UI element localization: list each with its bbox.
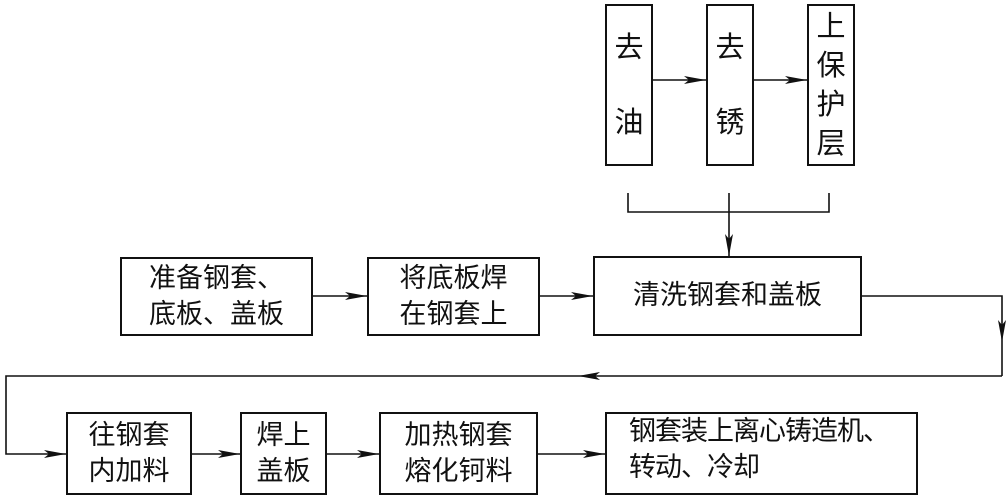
step-weld-bottom: 将底板焊 在钢套上 xyxy=(367,257,540,336)
step-heat-line-2: 熔化钶料 xyxy=(404,455,513,487)
step-derust-line-1: 去 xyxy=(715,30,745,64)
step-prepare: 准备钢套、 底板、盖板 xyxy=(120,257,313,336)
connector-clean-right-down xyxy=(862,295,1006,342)
step-charge: 往钢套 内加料 xyxy=(66,412,192,495)
step-heat: 加热钢套 熔化钶料 xyxy=(379,412,538,495)
step-clean-label: 清洗钢套和盖板 xyxy=(633,280,822,311)
step-weld-cover: 焊上 盖板 xyxy=(240,412,327,495)
step-cast-line-2: 转动、冷却 xyxy=(629,452,760,483)
step-degrease-line-1: 去 xyxy=(614,30,644,64)
step-derust: 去 锈 xyxy=(706,4,754,166)
step-charge-line-1: 往钢套 xyxy=(88,419,170,451)
step-charge-line-2: 内加料 xyxy=(88,455,170,487)
step-protective-layer-line-4: 层 xyxy=(816,126,846,160)
step-protective-layer: 上 保 护 层 xyxy=(807,4,855,166)
step-prepare-line-2: 底板、盖板 xyxy=(149,298,284,330)
step-degrease-line-2: 油 xyxy=(614,105,644,139)
step-protective-layer-line-1: 上 xyxy=(816,9,846,43)
step-prepare-line-1: 准备钢套、 xyxy=(149,262,284,294)
step-cast-line-1: 钢套装上离心铸造机、 xyxy=(629,416,890,447)
step-clean: 清洗钢套和盖板 xyxy=(593,256,862,336)
step-weld-bottom-line-1: 将底板焊 xyxy=(399,262,508,294)
step-weld-cover-line-1: 焊上 xyxy=(256,419,311,451)
step-degrease: 去 油 xyxy=(605,4,653,166)
step-heat-line-1: 加热钢套 xyxy=(404,419,513,451)
step-cast: 钢套装上离心铸造机、 转动、冷却 xyxy=(605,412,918,495)
connector-return-left-down xyxy=(5,375,578,458)
step-derust-line-2: 锈 xyxy=(715,105,745,139)
step-protective-layer-line-2: 保 xyxy=(816,48,846,82)
step-protective-layer-line-3: 护 xyxy=(816,87,846,121)
step-weld-bottom-line-2: 在钢套上 xyxy=(399,298,508,330)
step-weld-cover-line-2: 盖板 xyxy=(256,455,311,487)
